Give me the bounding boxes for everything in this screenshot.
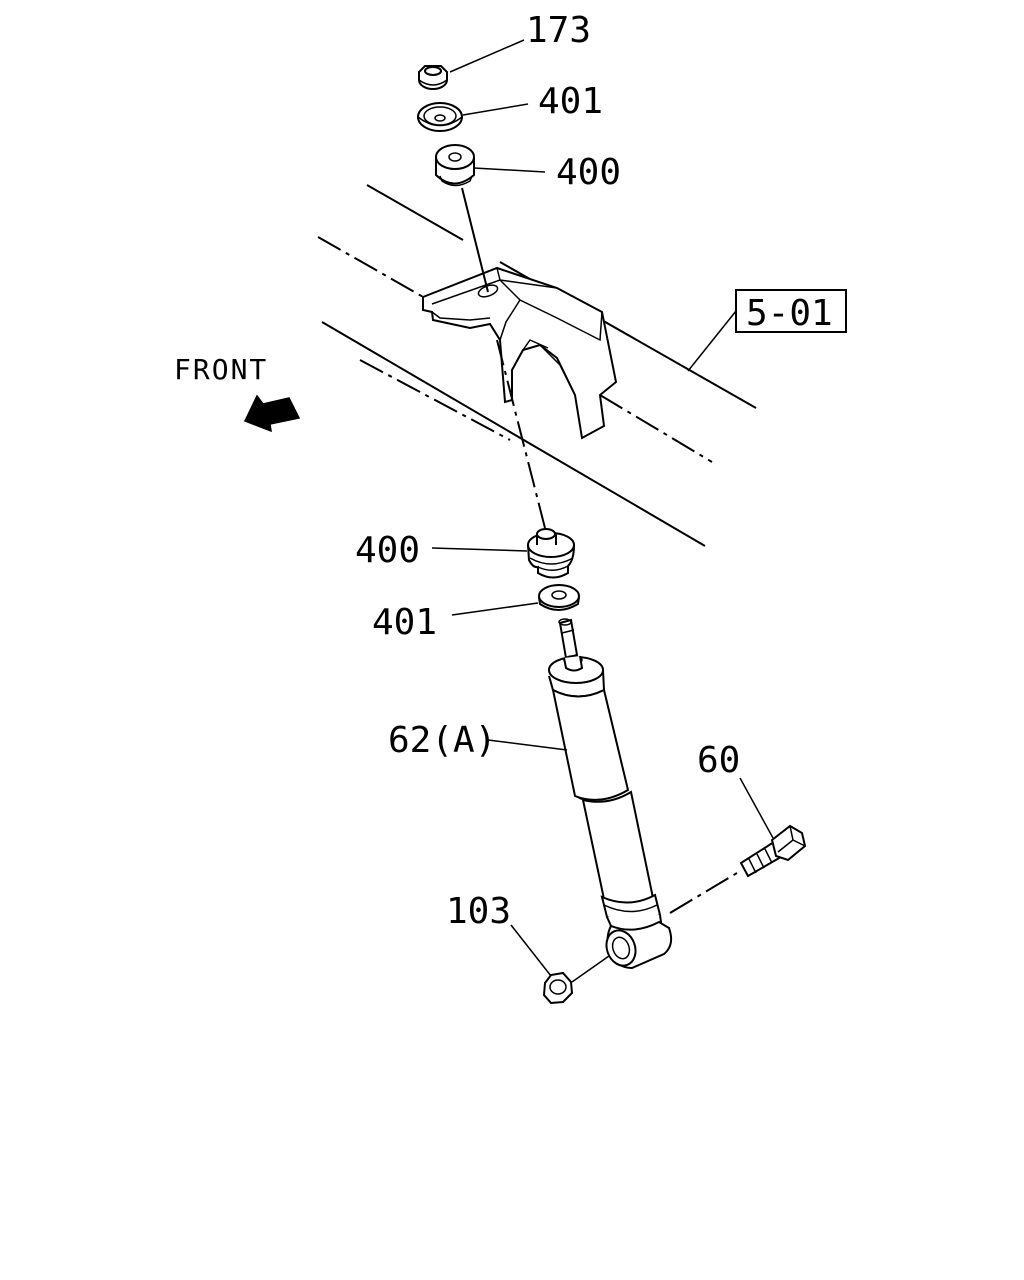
bushing-400-top bbox=[435, 144, 475, 187]
label-400-bottom: 400 bbox=[355, 530, 420, 571]
leader-60 bbox=[739, 777, 774, 839]
label-173: 173 bbox=[526, 10, 591, 51]
leader-5-01 bbox=[687, 310, 737, 372]
leader-400-bottom bbox=[431, 547, 528, 552]
leader-62a bbox=[487, 739, 568, 751]
leader-173 bbox=[449, 39, 525, 73]
bolt-axis bbox=[669, 869, 743, 914]
label-62a: 62(A) bbox=[388, 720, 496, 761]
nut-173 bbox=[418, 65, 448, 90]
label-60: 60 bbox=[697, 740, 740, 781]
label-5-01: 5-01 bbox=[746, 293, 833, 334]
ref-box-5-01: 5-01 bbox=[735, 289, 847, 334]
front-label: FRONT bbox=[174, 353, 268, 386]
label-103: 103 bbox=[446, 891, 511, 932]
nut-103 bbox=[542, 971, 574, 1005]
nut-axis-103 bbox=[571, 955, 610, 983]
shock-absorber bbox=[548, 618, 673, 970]
leader-103 bbox=[510, 924, 552, 977]
leader-401-top bbox=[462, 103, 529, 116]
assembly-centerline bbox=[461, 187, 546, 529]
label-401-top: 401 bbox=[538, 81, 603, 122]
frame-rail bbox=[317, 184, 757, 547]
leader-401-bottom bbox=[451, 602, 539, 616]
washer-401-bottom bbox=[538, 584, 580, 611]
washer-401-top bbox=[417, 102, 463, 132]
leader-400-top bbox=[473, 167, 546, 173]
shock-mount-bracket bbox=[422, 266, 618, 440]
label-401-bottom: 401 bbox=[372, 602, 437, 643]
front-arrow-icon bbox=[243, 394, 301, 433]
bolt-60 bbox=[739, 824, 807, 878]
bushing-400-bottom bbox=[527, 528, 575, 579]
label-400-top: 400 bbox=[556, 152, 621, 193]
